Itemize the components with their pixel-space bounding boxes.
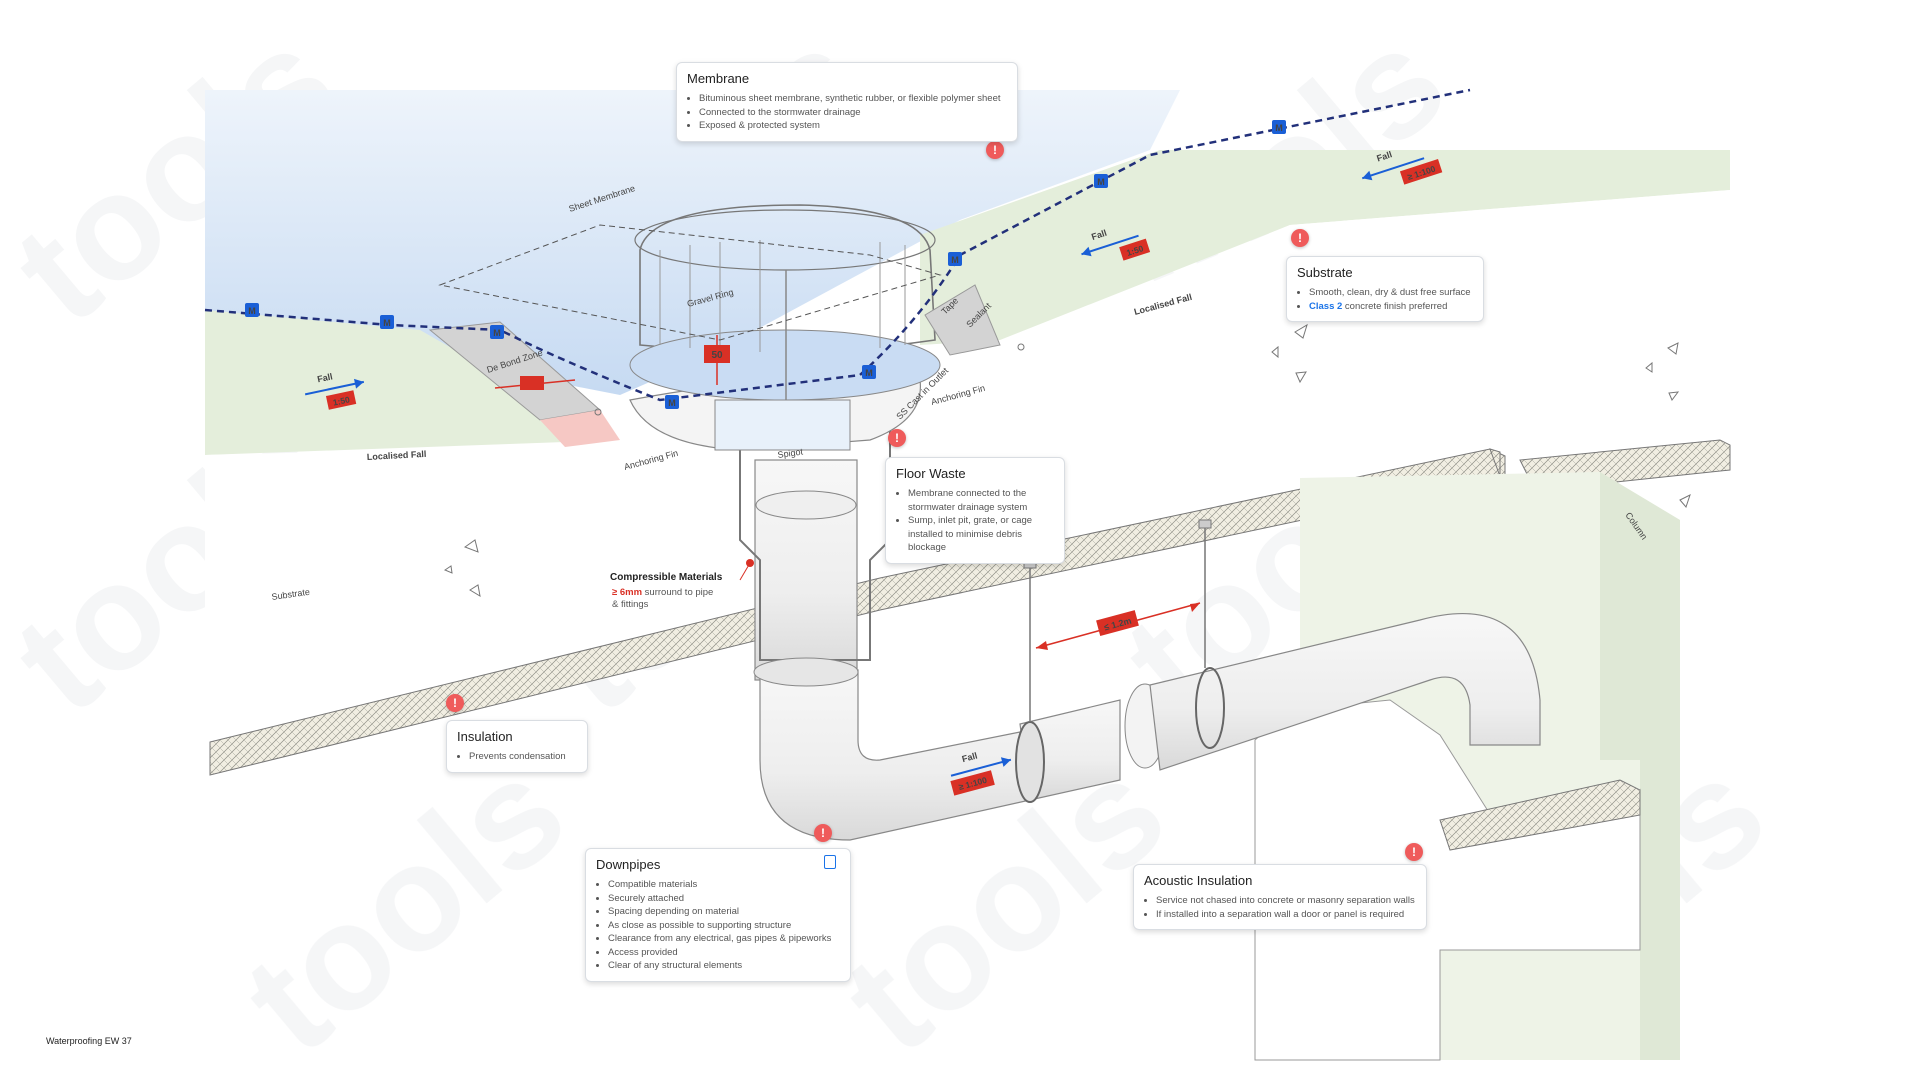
- floor-left: [205, 310, 620, 455]
- membrane-area: [205, 90, 1180, 395]
- svg-text:M: M: [951, 255, 959, 265]
- alert-icon[interactable]: !: [986, 141, 1004, 159]
- alert-icon[interactable]: !: [1291, 229, 1309, 247]
- list-item: Access provided: [608, 946, 840, 960]
- compressible-highlight: ≥ 6mm: [612, 587, 643, 598]
- svg-text:M: M: [668, 398, 676, 408]
- fall-indicator: Fall 1:50: [1081, 228, 1151, 261]
- list-item: If installed into a separation wall a do…: [1156, 908, 1416, 922]
- floor-waste-callout-title: Floor Waste: [896, 466, 966, 481]
- list-item: Prevents condensation: [469, 750, 577, 764]
- substrate-callout: Substrate Smooth, clean, dry & dust free…: [1286, 256, 1484, 322]
- list-item: Class 2 concrete finish preferred: [1309, 300, 1473, 314]
- footer-label: Waterproofing EW 37: [46, 1036, 132, 1046]
- gravel-ring-top: [634, 209, 936, 271]
- alert-icon[interactable]: !: [888, 429, 906, 447]
- list-item: Spacing depending on material: [608, 905, 840, 919]
- svg-text:Fall: Fall: [316, 371, 333, 384]
- tape-strip: [924, 284, 1001, 356]
- list-item: Exposed & protected system: [699, 119, 1007, 133]
- spigot-top: [714, 399, 851, 451]
- alert-icon[interactable]: !: [446, 694, 464, 712]
- watermark-text: tools: [213, 725, 595, 1080]
- accent-text: Class 2: [1309, 300, 1343, 312]
- list-item-rest: concrete finish preferred: [1342, 300, 1448, 312]
- svg-text:Fall: Fall: [1375, 149, 1393, 163]
- svg-text:Fall: Fall: [961, 750, 979, 764]
- svg-text:M: M: [248, 306, 256, 316]
- horizontal-pipe-2: [1149, 613, 1541, 771]
- insulation-callout-title: Insulation: [457, 729, 513, 744]
- list-item: Compatible materials: [608, 878, 840, 892]
- m-marker-icon: M: [862, 365, 876, 379]
- m-marker-icon: M: [380, 315, 394, 329]
- acoustic-insulation-callout: Acoustic Insulation Service not chased i…: [1133, 864, 1427, 930]
- list-item: Bituminous sheet membrane, synthetic rub…: [699, 92, 1007, 106]
- compressible-materials-title: Compressible Materials: [610, 572, 723, 583]
- membrane-line: [204, 88, 1471, 402]
- list-item: Service not chased into concrete or maso…: [1156, 894, 1416, 908]
- insulation-callout: Insulation Prevents condensation: [446, 720, 588, 773]
- svg-text:M: M: [1097, 177, 1105, 187]
- fall-indicator: Fall 1:50: [304, 371, 365, 410]
- m-marker-icon: M: [490, 325, 504, 339]
- floor-waste-callout: Floor Waste Membrane connected to the st…: [885, 457, 1065, 564]
- list-item: Sump, inlet pit, grate, or cage installe…: [908, 514, 1054, 555]
- substrate-texture: [443, 323, 1691, 597]
- list-item: Connected to the stormwater drainage: [699, 106, 1007, 120]
- list-item: Securely attached: [608, 892, 840, 906]
- membrane-markers: M M M M M M M M: [245, 120, 1286, 409]
- spigot-label: Spigot: [777, 446, 804, 460]
- m-marker-icon: M: [1272, 120, 1286, 134]
- floor-right: [920, 150, 1730, 345]
- m-marker-icon: M: [245, 303, 259, 317]
- m-marker-icon: M: [1094, 174, 1108, 188]
- downpipes-callout-title: Downpipes: [596, 857, 661, 872]
- m-marker-icon: M: [665, 395, 679, 409]
- column-face: [1600, 472, 1680, 1060]
- list-item: Smooth, clean, dry & dust free surface: [1309, 286, 1473, 300]
- svg-text:Fall: Fall: [1090, 228, 1108, 242]
- document-icon[interactable]: [824, 855, 836, 869]
- fall-indicator: Fall ≥ 1:100: [950, 750, 1012, 796]
- svg-text:M: M: [383, 318, 391, 328]
- membrane-callout: Membrane Bituminous sheet membrane, synt…: [676, 62, 1018, 142]
- m-marker-icon: M: [948, 252, 962, 266]
- svg-text:M: M: [493, 328, 501, 338]
- list-item: Clearance from any electrical, gas pipes…: [608, 932, 840, 946]
- svg-text:M: M: [1275, 123, 1283, 133]
- svg-text:M: M: [865, 368, 873, 378]
- list-item: Membrane connected to the stormwater dra…: [908, 487, 1054, 514]
- alert-icon[interactable]: !: [1405, 843, 1423, 861]
- membrane-callout-title: Membrane: [687, 71, 750, 86]
- list-item: As close as possible to supporting struc…: [608, 919, 840, 933]
- compressible-materials-body: ≥ 6mm surround to pipe & fittings: [612, 587, 722, 611]
- svg-text:1:50: 1:50: [332, 394, 351, 407]
- dimension-50-label: 50: [711, 350, 723, 361]
- downpipes-callout: Downpipes Compatible materials Securely …: [585, 848, 851, 982]
- compressible-rest: surround to pipe & fittings: [612, 587, 714, 610]
- substrate-callout-title: Substrate: [1297, 265, 1353, 280]
- acoustic-insulation-band: [1439, 779, 1641, 851]
- acoustic-callout-title: Acoustic Insulation: [1144, 873, 1253, 888]
- localised-fall-left-label: Localised Fall: [367, 449, 427, 462]
- list-item: Clear of any structural elements: [608, 959, 840, 973]
- acoustic-wall: [1254, 699, 1641, 1061]
- elbow-pipe: [759, 669, 1031, 841]
- alert-icon[interactable]: !: [814, 824, 832, 842]
